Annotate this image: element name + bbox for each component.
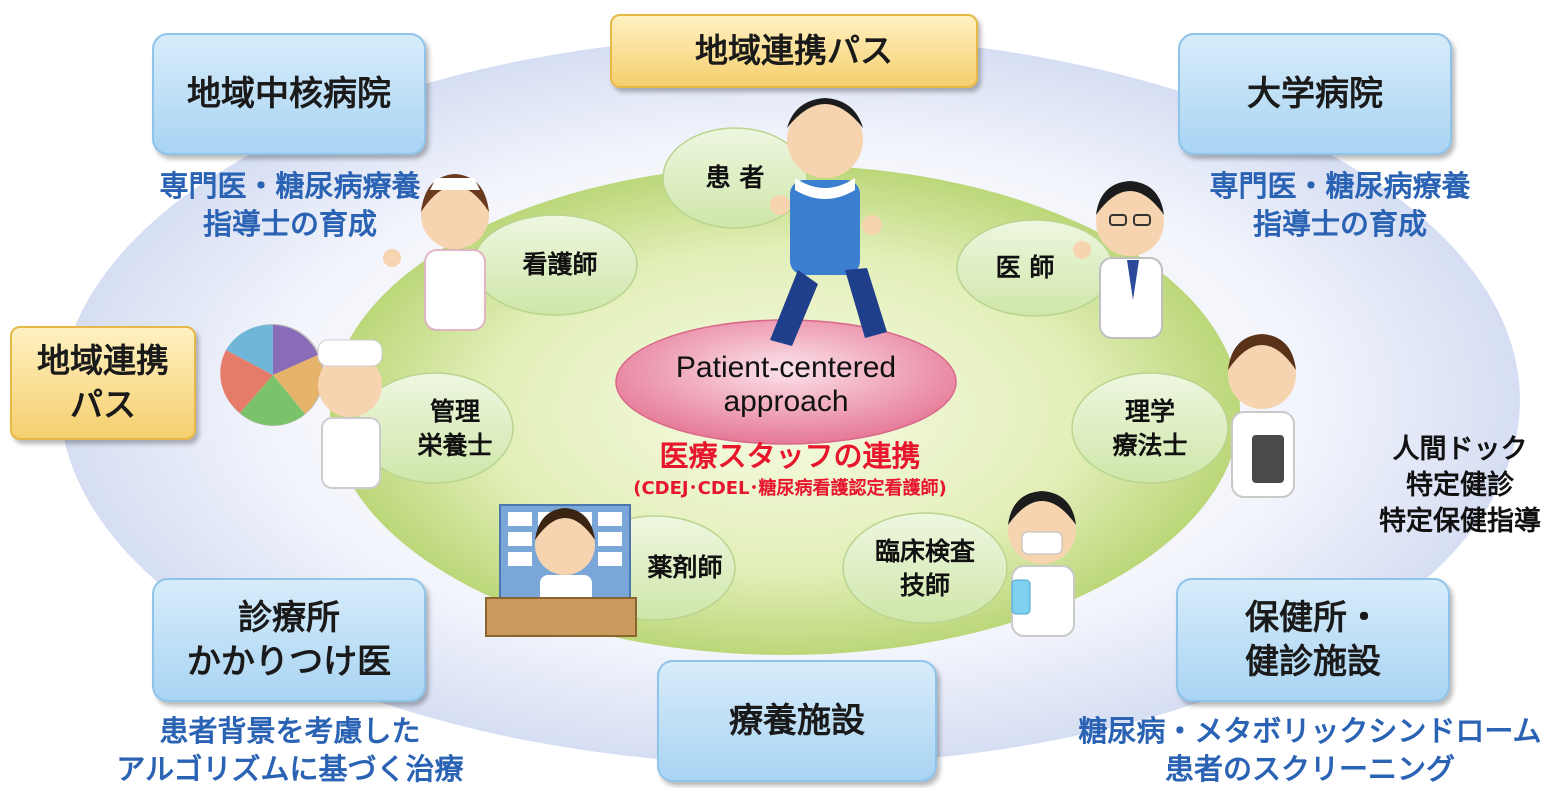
regional-core-note-line2: 指導士の育成 [202,207,377,241]
regional-core-hospital-label: 地域中核病院 [187,74,391,114]
nurse-figure [383,174,489,331]
role-pharmacist-label: 薬剤師 [647,553,723,582]
health-center-note-line2: 患者のスクリーニング [1164,752,1455,786]
role-doctor-label: 医 師 [995,253,1055,282]
doctor-figure [1073,181,1164,339]
role-ellipse-physio [1071,372,1229,484]
role-dietitian-label-line2: 栄養士 [417,431,493,460]
lab-technician-figure [1008,491,1076,637]
checkup-note: 人間ドック 特定健診 特定保健指導 [1360,432,1560,540]
university-hospital-label: 大学病院 [1247,74,1383,114]
care-facility-box: 療養施設 [657,660,937,782]
checkup-note-line1: 人間ドック [1392,434,1528,465]
university-note-line2: 指導士の育成 [1252,207,1427,241]
pathway-top-box: 地域連携パス [610,14,978,88]
health-center-note-line1: 糖尿病・メタボリックシンドローム [1078,714,1542,748]
health-center-label-line1: 保健所・ [1245,598,1381,638]
role-doctor: 医 師 [980,248,1070,288]
pathway-left-label-line2: パス [70,385,136,424]
clinic-note-line1: 患者背景を考慮した [159,714,421,748]
role-physio: 理学 療法士 [1095,394,1205,464]
regional-core-note: 専門医・糖尿病療養 指導士の育成 [100,167,480,243]
university-note: 専門医・糖尿病療養 指導士の育成 [1150,167,1530,243]
role-lab-label-line1: 臨床検査 [874,537,975,566]
role-physio-label-line2: 療法士 [1112,431,1188,460]
regional-core-note-line1: 専門医・糖尿病療養 [159,169,421,203]
role-nurse: 看護師 [505,245,615,285]
clinic-note-line2: アルゴリズムに基づく治療 [116,752,464,786]
role-pharmacist: 薬剤師 [630,548,740,588]
pathway-left-box: 地域連携 パス [10,326,196,440]
checkup-note-line3: 特定保健指導 [1379,506,1541,537]
clinic-note: 患者背景を考慮した アルゴリズムに基づく治療 [90,712,490,788]
staff-collaboration-title: 医療スタッフの連携 [659,439,921,473]
pharmacist-figure [485,504,637,637]
regional-core-hospital-box: 地域中核病院 [152,33,426,155]
role-patient: 患 者 [690,158,780,198]
role-physio-label-line1: 理学 [1124,397,1175,426]
university-hospital-box: 大学病院 [1178,33,1452,155]
center-label-line1: Patient-centered [675,351,897,384]
role-dietitian: 管理 栄養士 [400,394,510,464]
role-patient-label: 患 者 [705,163,765,192]
pathway-top-label: 地域連携パス [695,31,893,70]
health-center-note: 糖尿病・メタボリックシンドローム 患者のスクリーニング [1070,712,1550,788]
staff-collaboration-subtitle: (CDEJ･CDEL･糖尿病看護認定看護師) [633,478,947,499]
checkup-note-line2: 特定健診 [1406,470,1514,501]
clinic-label-line2: かかりつけ医 [186,642,392,682]
physio-figure [1228,334,1296,498]
care-facility-label: 療養施設 [729,701,865,741]
patient-centered-approach: Patient-centered approach [616,330,956,440]
patient-figure [770,98,887,346]
pathway-left-label-line1: 地域連携 [37,341,169,380]
role-lab-label-line2: 技師 [899,571,950,600]
role-ellipse-lab [842,512,1008,624]
role-dietitian-label-line1: 管理 [429,397,480,426]
center-label-line2: approach [723,385,849,418]
university-note-line1: 専門医・糖尿病療養 [1209,169,1471,203]
health-center-label-line2: 健診施設 [1245,642,1381,682]
dietitian-figure [220,324,383,489]
clinic-label-line1: 診療所 [238,598,340,638]
role-nurse-label: 看護師 [522,250,598,279]
health-center-box: 保健所・ 健診施設 [1176,578,1450,702]
clinic-box: 診療所 かかりつけ医 [152,578,426,702]
role-lab-technician: 臨床検査 技師 [860,534,990,604]
